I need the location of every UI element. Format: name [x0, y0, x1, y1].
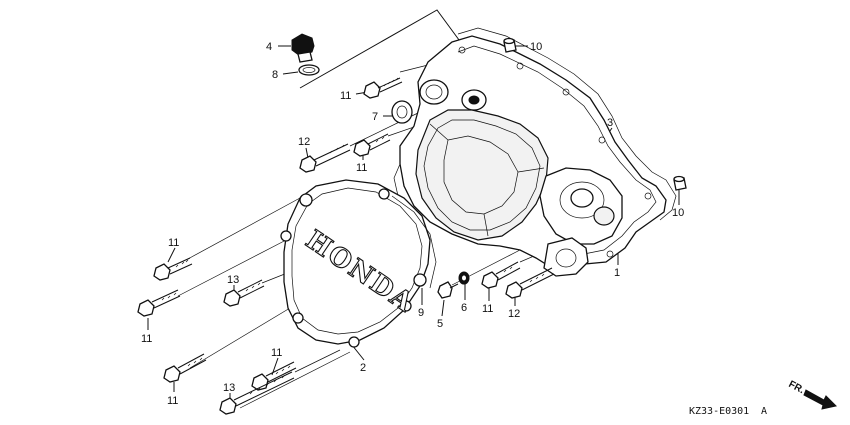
bolt [223, 279, 265, 307]
callout-11: 11 [168, 237, 179, 249]
front-direction-label: FR. [787, 379, 807, 396]
diagram-code: KZ33-E0301 A [689, 406, 767, 417]
callout-1: 1 [614, 267, 620, 279]
drain-bolt [437, 281, 459, 299]
callout-6: 6 [461, 302, 467, 314]
diagram-revision: A [761, 406, 767, 417]
bolt [251, 361, 297, 391]
bolt [299, 143, 351, 173]
o-ring [298, 64, 320, 76]
callout-11: 11 [356, 162, 367, 174]
dowel-pin-right [673, 175, 687, 191]
callout-11: 11 [141, 333, 152, 345]
callout-9: 9 [418, 307, 424, 319]
callout-10: 10 [530, 41, 542, 53]
callout-labels: 4 8 10 11 7 3 12 11 10 11 1 13 9 6 11 12… [141, 41, 684, 407]
callout-13: 13 [227, 274, 239, 286]
callout-11: 11 [167, 395, 178, 407]
bolt [219, 371, 295, 415]
callout-12: 12 [508, 308, 520, 320]
callout-7: 7 [372, 111, 378, 123]
right-crankcase-cover [393, 35, 667, 277]
clutch-cover-gasket [391, 195, 437, 289]
diagram-code-text: KZ33-E0301 [689, 406, 749, 417]
callout-5: 5 [437, 318, 443, 330]
callout-12: 12 [298, 136, 310, 148]
oil-seal [391, 100, 413, 124]
bolt [505, 267, 555, 299]
dowel-pin-top [503, 37, 517, 53]
callout-13: 13 [223, 382, 235, 394]
bolt [353, 133, 391, 157]
sealing-washer [458, 271, 470, 285]
bolt [153, 257, 193, 281]
callout-2: 2 [360, 362, 366, 374]
oil-filler-cap [291, 33, 315, 63]
bolts [137, 77, 555, 415]
callout-11: 11 [271, 347, 282, 359]
callout-11: 11 [340, 90, 351, 102]
front-direction-indicator: FR. [787, 379, 838, 410]
bolt [163, 353, 207, 383]
callout-8: 8 [272, 69, 278, 81]
bolt [481, 261, 521, 289]
callout-10: 10 [672, 207, 684, 219]
front-arrow-icon [803, 389, 838, 410]
callout-4: 4 [266, 41, 272, 53]
callout-11: 11 [482, 303, 493, 315]
clutch-cover: HONDA [280, 179, 431, 348]
bolt [137, 289, 181, 317]
callout-3: 3 [607, 117, 613, 129]
bolt [363, 77, 403, 99]
